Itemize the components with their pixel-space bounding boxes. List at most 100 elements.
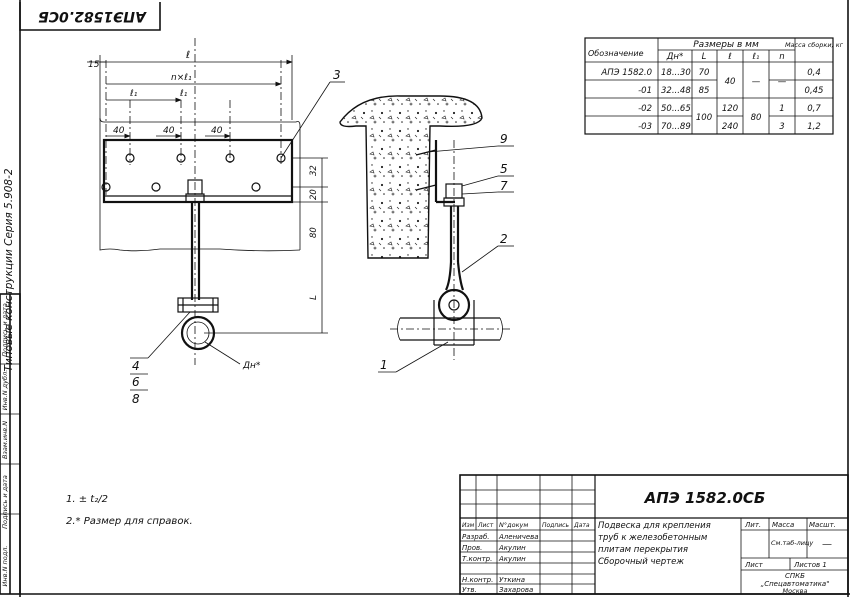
notes: 1. ± t₂/2 2.* Размер для справок.: [66, 494, 193, 527]
title-name-3: Уткина: [499, 576, 525, 584]
note-2: 2.* Размер для справок.: [66, 516, 193, 527]
title-header-list: Лист: [477, 522, 494, 529]
title-sheet-label: Лист: [744, 561, 764, 569]
table-header-n: n: [779, 52, 784, 62]
title-org-2: „Спецавтоматика": [761, 580, 830, 588]
table-row1-L: 85: [699, 86, 710, 96]
table-row3-mass: 1,2: [807, 122, 821, 132]
title-header-izm: Изм: [462, 522, 475, 529]
dim-20: 20: [309, 189, 319, 200]
title-line-2: труб к железобетонным: [598, 533, 708, 543]
title-line-3: плитам перекрытия: [598, 545, 688, 555]
title-header-lit: Лит.: [744, 521, 761, 529]
table-n-02: 1: [779, 104, 784, 114]
stamp-code-text: АПЭ1582.0СБ: [38, 8, 147, 24]
table-row2-mass: 0,7: [807, 104, 821, 114]
callout-2: 2: [500, 232, 508, 246]
title-role-4: Утв.: [462, 586, 477, 594]
table-l1-dash: —: [752, 77, 761, 87]
inverted-code-stamp: АПЭ1582.0СБ: [19, 2, 161, 31]
dim-40-b: 40: [163, 126, 175, 136]
table-L-merged: 100: [696, 113, 712, 123]
title-scale-value: —: [822, 539, 832, 550]
title-role-1: Пров.: [462, 544, 482, 552]
table-row3-code: -03: [638, 122, 652, 132]
strip-label-2: Подпись и дата: [1, 475, 9, 529]
strip-label-5: Подпись и дата: [1, 303, 9, 357]
title-header-date: Дата: [573, 522, 590, 529]
callout-6: 6: [132, 375, 140, 389]
strip-label-3: Взам.инв.N: [1, 421, 9, 459]
title-name-4: Захарова: [499, 586, 533, 594]
table-header-l1: ℓ₁: [752, 52, 760, 62]
table-header-designation: Обозначение: [588, 49, 644, 58]
table-header-sizes: Размеры в мм: [693, 40, 759, 50]
table-header-l: ℓ: [727, 52, 732, 62]
table-row0-dn: 18...30: [661, 68, 691, 78]
dim-80: 80: [309, 227, 319, 238]
table-row1-mass: 0,45: [805, 86, 824, 96]
dim-L: L: [309, 295, 319, 300]
title-role-2: Т.контр.: [462, 555, 492, 563]
table-l-03: 240: [722, 122, 738, 132]
callout-9: 9: [500, 132, 508, 146]
title-doc-code: АПЭ 1582.0СБ: [644, 489, 766, 507]
mounting-plate: [102, 138, 294, 204]
note-1: 1. ± t₂/2: [66, 494, 108, 505]
title-org-3: Москва: [783, 587, 808, 595]
dim-l1-a: ℓ₁: [129, 89, 138, 99]
strip-label-4: Инв.N дубл.: [1, 370, 9, 411]
callout-1: 1: [380, 358, 388, 372]
callout-4: 4: [132, 359, 140, 373]
callout-3: 3: [333, 68, 341, 82]
left-approval-strip: Инв.N подл. Подпись и дата Взам.инв.N Ин…: [0, 293, 21, 595]
table-n-03: 3: [779, 122, 784, 132]
title-org-1: СПКБ: [785, 572, 805, 580]
dim-15: 15: [88, 60, 100, 70]
strip-label-1: Инв.N подл.: [1, 546, 9, 587]
callout-5: 5: [500, 162, 508, 176]
title-sheets-label: Листов 1: [793, 561, 827, 569]
title-header-sign: Подпись: [542, 522, 569, 529]
table-l-merged-top: 40: [725, 77, 736, 87]
callout-8: 8: [132, 392, 140, 406]
table-l-02: 120: [722, 104, 738, 114]
dim-32: 32: [309, 165, 319, 176]
dim-l: ℓ: [186, 50, 190, 61]
table-n-dash: —: [778, 77, 787, 87]
table-row0-mass: 0,4: [807, 68, 821, 78]
table-header-dn: Дн*: [666, 52, 683, 62]
table-row0-code: АПЭ 1582.0: [600, 68, 652, 78]
title-header-massa: Масса: [772, 521, 794, 529]
front-view: ℓ 15 n×ℓ₁ ℓ₁ ℓ₁ 40 40 40 32 20 80 L Дн* …: [87, 38, 345, 406]
title-role-3: Н.контр.: [462, 576, 493, 584]
title-block: АПЭ 1582.0СБ Изм Лист N°докум Подпись Да…: [459, 474, 849, 595]
title-line-1: Подвеска для крепления: [598, 521, 711, 531]
title-role-0: Разраб.: [462, 533, 490, 541]
dim-40-c: 40: [211, 126, 223, 136]
table-row2-code: -02: [638, 104, 652, 114]
table-row0-L: 70: [699, 68, 710, 78]
title-name-1: Акулин: [498, 544, 526, 552]
callout-7: 7: [500, 179, 508, 193]
series-vertical-text: Типовые конструкции Серия 5.908-2: [3, 168, 15, 371]
table-row2-dn: 50...65: [661, 104, 691, 114]
table-row3-dn: 70...89: [661, 122, 691, 132]
title-mass-value: См.таб-лицу: [771, 539, 813, 547]
side-view: 9 5 7 2 1: [339, 95, 514, 373]
table-header-L: L: [702, 52, 707, 62]
size-table: Обозначение Размеры в мм Масса сборки, к…: [584, 37, 844, 135]
title-header-masht: Масшт.: [809, 521, 836, 529]
dim-l1-b: ℓ₁: [179, 89, 188, 99]
dim-40-a: 40: [113, 126, 125, 136]
title-header-ndoc: N°докум: [499, 521, 528, 529]
title-name-0: Аленичева: [498, 533, 539, 541]
table-l1-merged: 80: [751, 113, 762, 123]
table-row1-dn: 32...48: [661, 86, 691, 96]
dim-n-l1: n×ℓ₁: [171, 73, 192, 83]
dim-dn: Дн*: [242, 361, 261, 371]
table-row1-code: -01: [638, 86, 652, 96]
title-name-2: Акулин: [498, 555, 526, 563]
plate-holes: [101, 153, 286, 192]
